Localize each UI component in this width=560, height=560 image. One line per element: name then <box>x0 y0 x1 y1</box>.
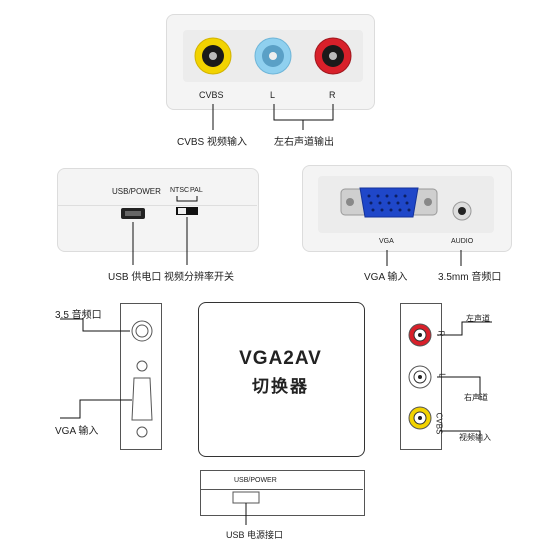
usb-power-callout: USB 供电口 <box>108 272 162 283</box>
device-subtitle: 切换器 <box>252 377 309 396</box>
video-input-callout: 视频输入 <box>459 433 491 442</box>
resolution-switch-callout: 视频分辨率开关 <box>164 272 234 283</box>
usb-power-label: USB/POWER <box>112 187 161 196</box>
l-port-label: L <box>270 90 276 100</box>
usb-panel-edge <box>57 205 257 206</box>
bottom-usb-label: USB/POWER <box>234 477 277 484</box>
cvbs-port-label: CVBS <box>199 90 224 100</box>
audio-35mm-callout: 3.5mm 音频口 <box>438 272 502 283</box>
usb-panel <box>57 168 259 252</box>
cvbs-input-callout: CVBS 视频输入 <box>177 137 248 148</box>
bottom-panel-edge <box>200 489 363 490</box>
left-audio-callout: 3.5 音频口 <box>55 310 102 321</box>
audio-label: AUDIO <box>451 238 474 245</box>
resolution-switch <box>176 207 198 215</box>
device-title: VGA2AV <box>239 348 322 369</box>
r-port-label: R <box>329 90 336 100</box>
left-vga-port <box>131 377 153 421</box>
bottom-usb-callout: USB 电源接口 <box>226 530 284 540</box>
vga-input-callout: VGA 输入 <box>364 272 408 283</box>
right-channel-callout: 右声道 <box>464 393 488 402</box>
ntsc-label: NTSC <box>170 187 190 194</box>
left-vga-callout: VGA 输入 <box>55 426 99 437</box>
bottom-usb-port <box>232 491 260 504</box>
bottom-usb-panel <box>200 470 365 516</box>
left-channel-callout: 左声道 <box>466 314 490 323</box>
lr-audio-output-callout: 左右声道输出 <box>274 137 334 148</box>
pal-label: PAL <box>190 187 203 194</box>
device-front <box>198 302 365 457</box>
vga-label: VGA <box>379 238 394 245</box>
